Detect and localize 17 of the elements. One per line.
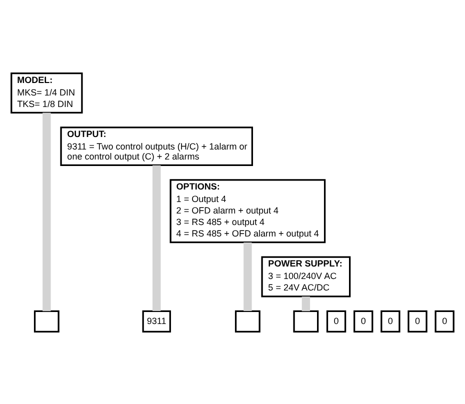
node-box: 0	[380, 310, 400, 332]
node-box: 0	[326, 310, 346, 332]
node-box	[234, 310, 260, 332]
node-box: MODEL: MKS= 1/4 DIN TKS= 1/8 DIN	[10, 72, 83, 113]
node-box: OUTPUT: 9311 = Two control outputs (H/C) + 1alarm or one control output (C) + 2 alarms	[60, 126, 253, 166]
node-box: 0	[354, 310, 374, 332]
node-box: POWER SUPPLY: 3 = 100/240V AC 5 = 24V AC/DC	[261, 256, 351, 297]
node-box	[293, 310, 319, 332]
node-box	[34, 310, 60, 332]
node-box: 0	[434, 310, 454, 332]
connector	[244, 242, 252, 311]
connector	[302, 296, 310, 311]
node-box: 0	[408, 310, 428, 332]
connector	[42, 112, 51, 311]
node-box: 9311	[142, 310, 171, 332]
connector	[152, 164, 161, 310]
node-box: OPTIONS: 1 = Output 4 2 = OFD alarm + output 4 3 = RS 485 + output 4 4 = RS 485 + OFD alarm + output 4	[170, 178, 326, 243]
